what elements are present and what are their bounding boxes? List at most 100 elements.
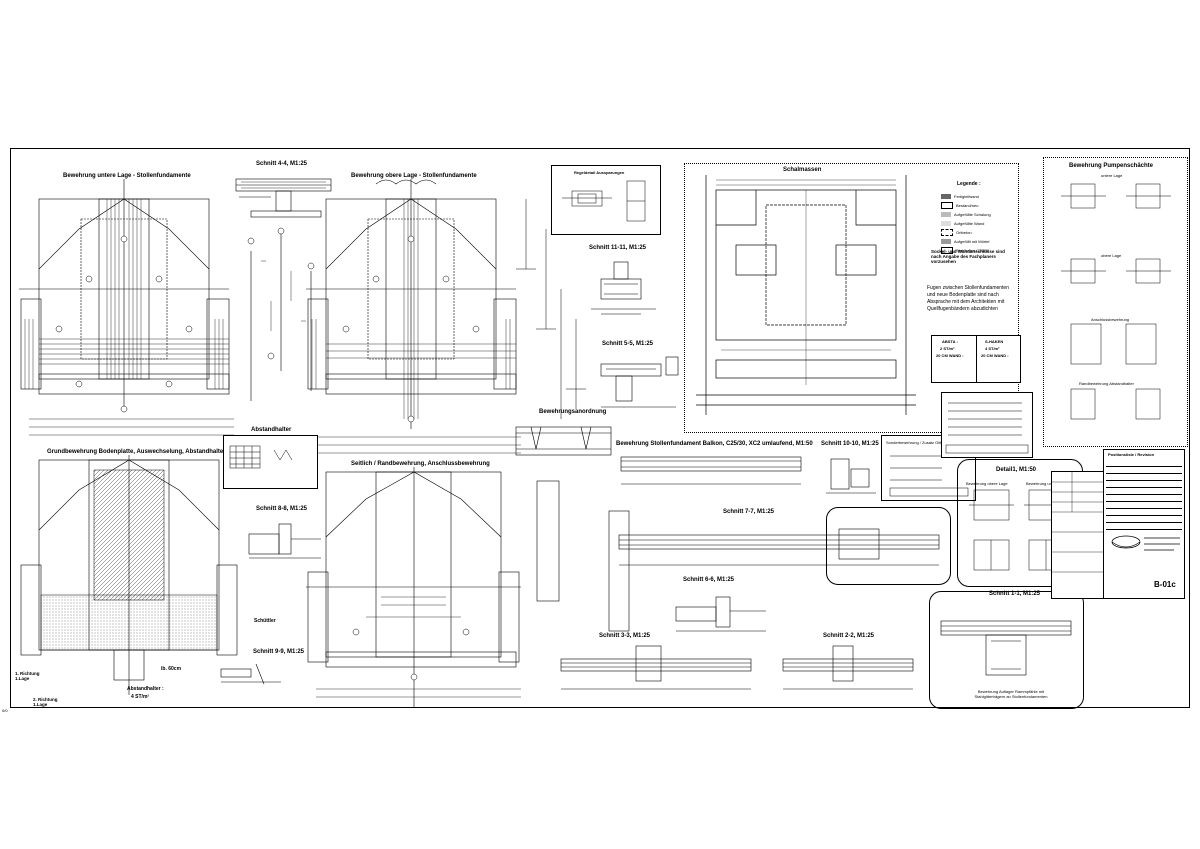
title-regeldetail: Regeldetail Aussparungen — [574, 170, 625, 175]
tb-row — [1106, 495, 1182, 502]
legend-swatch — [941, 212, 951, 217]
title-block-ext — [1051, 471, 1104, 599]
title-abstandhalter: Abstandhalter — [251, 427, 292, 433]
plan-grundbewehrung — [20, 455, 238, 695]
schalmassen-frame — [684, 163, 1019, 433]
lage-label: 2. Richtung 1.Lage — [33, 697, 58, 707]
note-fugen: Fugen zwischen Stollenfundamenten und ne… — [927, 285, 1009, 312]
shaken-value: 4 ST/m² — [985, 346, 1000, 351]
legend-row: Aufgefüllte Schalung — [941, 210, 1011, 219]
title-detail1: Detail1, M1:50 — [996, 467, 1037, 473]
regeldetail-drawing — [562, 180, 646, 222]
schnitt-2-2-drawing — [782, 645, 914, 690]
detail1-drawing — [969, 489, 1069, 571]
balkon-drawing — [620, 456, 802, 485]
ib-label: ib. 60cm — [161, 666, 182, 672]
title-balkon: Bewehrung Stollenfundament Balkon, C25/3… — [616, 441, 813, 447]
schnitt-10-10-drawing — [826, 458, 876, 494]
absta-box: ABSTA : 2 ST/m² 20 CM WAND : S-HAKEN 4 S… — [931, 335, 1021, 383]
schnitt-4-4-drawing — [235, 178, 332, 401]
title-schnitt-9-9: Schnitt 9-9, M1:25 — [253, 649, 305, 655]
tb-row — [1106, 488, 1182, 495]
pumpen-obere: obere Lage — [1101, 253, 1122, 258]
title-grundbewehrung: Grundbewehrung Bodenplatte, Auswechselun… — [47, 449, 226, 455]
detail-untere-label: Bewehrung untere Lage — [1026, 481, 1069, 486]
legend-label: Aufgefüllte Schalung — [954, 212, 991, 217]
schnitt-3-3-drawing — [560, 645, 752, 690]
legend-row: Bestand/neu — [941, 201, 1011, 210]
tb-row — [1106, 481, 1182, 488]
title-schnitt-2-2: Schnitt 2-2, M1:25 — [823, 633, 875, 639]
schnitt-9-9-drawing — [220, 663, 281, 685]
schnitt-note: Bewehrung Auflager Rammpfähle mit Stahlg… — [974, 689, 1048, 699]
tb-row — [1106, 474, 1182, 481]
title-schnitt-10-10: Schnitt 10-10, M1:25 — [821, 441, 879, 447]
plan-untere-lage — [19, 179, 234, 436]
shaken-sub: 20 CM WAND : — [981, 353, 1009, 358]
tb-row — [1106, 502, 1182, 509]
footer-mark: 0/0 — [2, 708, 8, 713]
abstandhalter-box — [223, 435, 318, 489]
schnitt-7-7-drawing — [618, 528, 940, 566]
schnitt-7-7-cloud — [826, 507, 951, 585]
tall-section — [536, 480, 560, 602]
tb-row — [1106, 509, 1182, 516]
schnitt-8-8-drawing — [248, 523, 321, 559]
title-block: Positionsliste / Revision B-01c — [1103, 449, 1185, 599]
schnitt-6-6-drawing — [675, 596, 766, 632]
abstand-value: 4 ST/m² — [131, 694, 150, 700]
schnitt-11-11-drawing — [591, 261, 656, 315]
side-label: 1. Richtung 1.Lage — [15, 671, 40, 681]
title-bewehrung-obere: Bewehrung obere Lage - Stollenfundamente — [351, 173, 477, 179]
revision-header: Positionsliste / Revision — [1108, 452, 1155, 457]
legend-swatch — [941, 229, 953, 236]
pumpen-frame — [1043, 157, 1188, 447]
title-schalmassen: Schalmassen — [783, 167, 822, 173]
legend-label: Ortbeton — [956, 230, 972, 235]
pumpen-untere: untere Lage — [1101, 173, 1123, 178]
legend-swatch — [941, 247, 953, 254]
title-pumpen: Bewehrung Pumpenschächte — [1069, 163, 1154, 169]
plan-seitlich — [306, 467, 521, 707]
gitter-drawing — [889, 455, 969, 497]
title-block-ext-grid — [1052, 472, 1104, 573]
title-schnitt-7-7: Schnitt 7-7, M1:25 — [723, 509, 775, 515]
regeldetail-box: Regeldetail Aussparungen — [551, 165, 661, 235]
absta-cell: ABSTA : 2 ST/m² 20 CM WAND : — [932, 336, 977, 382]
title-bewehrung-untere: Bewehrung untere Lage - Stollenfundament… — [63, 173, 191, 179]
legend-row: Ortbeton — [941, 228, 1011, 237]
abstand-label: Abstandhalter : — [127, 686, 164, 692]
legend-row: Aufgefüllte Wand — [941, 219, 1011, 228]
title-bewehrungsanordnung: Bewehrungsanordnung — [539, 409, 607, 415]
pumpen-anschluss: Anschlussbewehrung — [1091, 317, 1130, 322]
title-schuettler: Schüttler — [254, 618, 276, 624]
legend-label: Bestand/neu — [956, 203, 979, 208]
title-schnitt-11-11: Schnitt 11-11, M1:25 — [589, 245, 647, 251]
legend-row: Aufgefüllt mit Mörtel — [941, 237, 1011, 246]
tb-row — [1106, 516, 1182, 523]
pumpen-rand: Randbewehrung Abstandhalter — [1079, 381, 1134, 386]
absta-title: ABSTA : — [942, 339, 958, 344]
gitter-note: Sonderbewehrung / Zusatz Gitterbalken — [886, 440, 957, 445]
sheet-number: B-01c — [1154, 580, 1176, 589]
shaken-cell: S-HAKEN 4 ST/m² 20 CM WAND : — [977, 336, 1021, 382]
title-schnitt-8-8: Schnitt 8-8, M1:25 — [256, 506, 308, 512]
legend-label: Fertigteilwand — [954, 194, 979, 199]
misc-details-left — [516, 199, 586, 419]
legend-label: Aufgefüllt mit Mörtel — [954, 239, 990, 244]
title-schnitt-3-3: Schnitt 3-3, M1:25 — [599, 633, 651, 639]
reinforce-table — [941, 392, 1033, 458]
legend-label: Stahlbeton C25/30 — [956, 248, 990, 253]
legend-swatch — [941, 221, 951, 226]
legend-swatch — [941, 194, 951, 199]
title-schnitt-4-4: Schnitt 4-4, M1:25 — [256, 161, 308, 167]
tb-row — [1106, 467, 1182, 474]
title-block-rows — [1106, 460, 1182, 530]
bewehrungsanordnung-drawing — [515, 426, 612, 456]
absta-value: 2 ST/m² — [940, 346, 955, 351]
tb-row — [1106, 460, 1182, 467]
schnitt-5-5-drawing — [600, 356, 679, 408]
legend: Legende : Fertigteilwand Bestand/neu Auf… — [936, 179, 1011, 254]
drawing-sheet: Bewehrung untere Lage - Stollenfundament… — [10, 148, 1190, 709]
absta-sub: 20 CM WAND : — [936, 353, 964, 358]
